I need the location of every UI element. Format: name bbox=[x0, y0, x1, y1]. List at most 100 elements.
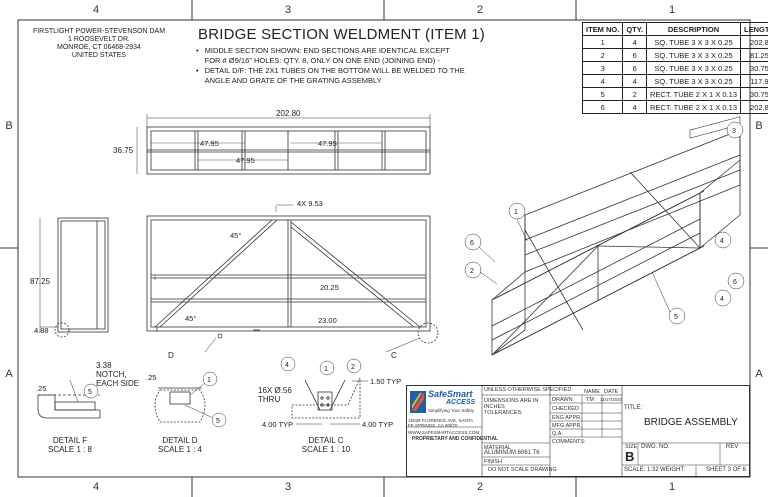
note-item: •DETAIL D/F: THE 2X1 TUBES ON THE BOTTOM… bbox=[196, 66, 465, 85]
do-not-scale: DO NOT SCALE DRAWING bbox=[488, 467, 557, 473]
callout-d: D bbox=[168, 351, 174, 360]
iso-balloon-2: 2 bbox=[470, 268, 474, 275]
iso-balloon-3: 3 bbox=[732, 128, 736, 135]
proprietary-title: PROPRIETARY AND CONFIDENTIAL bbox=[412, 436, 499, 442]
weight-label: WEIGHT: bbox=[660, 467, 685, 473]
detail-f-note: 3.38 NOTCH, EACH SIDE bbox=[96, 361, 140, 388]
zone-top-1: 1 bbox=[668, 4, 676, 16]
company-website: WWW.SAFESMARTACCESS.COM bbox=[408, 430, 480, 435]
detail-c-balloon-2: 2 bbox=[351, 364, 355, 371]
iso-balloon-4a: 4 bbox=[720, 296, 724, 303]
callout-c: C bbox=[391, 351, 397, 360]
detail-d-dim: .25 bbox=[146, 373, 156, 382]
iso-balloon-5: 5 bbox=[674, 314, 678, 321]
detail-c-balloon-1: 4 bbox=[285, 362, 289, 369]
zone-right-a: A bbox=[755, 368, 763, 380]
detail-f-dim: .25 bbox=[36, 384, 46, 393]
isometric-view bbox=[491, 116, 741, 356]
detail-c-typ-3: 4.00 TYP bbox=[362, 420, 393, 429]
dim-bay-1: 47.95 bbox=[200, 139, 219, 148]
dim-h1: 20.25 bbox=[320, 283, 339, 292]
iso-balloon-6a: 6 bbox=[470, 240, 474, 247]
title-label: TITLE: bbox=[624, 405, 643, 411]
dim-height-top: 36.75 bbox=[113, 146, 134, 155]
iso-balloon-6b: 6 bbox=[733, 279, 737, 286]
zone-bottom-1: 1 bbox=[668, 481, 676, 493]
detail-c-balloon-3: 1 bbox=[324, 366, 328, 373]
checked-label: CHECKED bbox=[552, 406, 579, 412]
company-name: FIRSTLIGHT POWER-STEVENSON DAM bbox=[32, 28, 166, 35]
top-view bbox=[136, 114, 431, 175]
company-country: UNITED STATES bbox=[71, 52, 127, 59]
detail-c-typ-2: 4.00 TYP bbox=[262, 420, 293, 429]
dim-angle-1: 45° bbox=[230, 231, 241, 240]
company-address: FIRSTLIGHT POWER-STEVENSON DAM 1 ROOSEVE… bbox=[24, 28, 174, 60]
unless-specified: UNLESS OTHERWISE SPECIFIED: bbox=[484, 387, 573, 393]
zone-left-b: B bbox=[5, 120, 13, 132]
drawing-notes: •MIDDLE SECTION SHOWN: END SECTIONS ARE … bbox=[196, 46, 466, 86]
dim-angle-2: 45° bbox=[185, 314, 196, 323]
scale-label: SCALE: 1:32 bbox=[624, 467, 659, 473]
company-street: 1 ROOSEVELT DR. bbox=[68, 36, 130, 43]
zone-top-4: 4 bbox=[92, 4, 100, 16]
title-block-grid bbox=[406, 385, 750, 477]
name-header: NAME bbox=[584, 389, 600, 395]
size-label: SIZE bbox=[625, 444, 638, 450]
zone-bottom-2: 2 bbox=[476, 481, 484, 493]
side-view bbox=[39, 217, 109, 338]
dim-side-small: 4.88 bbox=[34, 326, 49, 335]
company-address-tb: 15038 FLORENCE AVE, SANTA FE SPRINGS, CA… bbox=[408, 418, 473, 428]
company-city: MONROE, CT 06468-2934 bbox=[57, 44, 141, 51]
material-label: MATERIAL bbox=[484, 445, 512, 451]
detail-f-balloon: 5 bbox=[88, 389, 92, 396]
drawn-label: DRAWN bbox=[552, 397, 573, 403]
detail-d-view bbox=[154, 382, 214, 423]
material-value: ALUMINUM 6061 T6 bbox=[484, 450, 540, 456]
logo-tagline: Simplifying Your Safety bbox=[428, 408, 475, 413]
zone-top-2: 2 bbox=[476, 4, 484, 16]
drawn-date: 11/17/2020 bbox=[600, 397, 623, 402]
mfg-appr-label: MFG APPR. bbox=[552, 423, 582, 429]
zone-right-b: B bbox=[755, 120, 763, 132]
sheet-label: SHEET 3 OF 6 bbox=[706, 467, 746, 473]
dim-h2: 23.00 bbox=[318, 316, 337, 325]
detail-c-holes: 16X Ø.56 THRU bbox=[258, 386, 292, 404]
drawing-title: BRIDGE ASSEMBLY bbox=[644, 417, 738, 428]
iso-balloon-1: 1 bbox=[514, 209, 518, 216]
dim-overall-length: 202.80 bbox=[276, 109, 301, 118]
safesmart-logo-icon bbox=[410, 391, 426, 413]
zone-top-3: 3 bbox=[284, 4, 292, 16]
dim-holes: 4X 9.53 bbox=[297, 199, 323, 208]
rev-label: REV bbox=[726, 444, 739, 450]
dwg-no-label: DWG. NO. bbox=[641, 444, 670, 450]
finish-label: FINISH bbox=[484, 459, 503, 465]
size-value: B bbox=[625, 449, 635, 464]
detail-d-balloon-1: 1 bbox=[207, 377, 211, 384]
zone-left-a: A bbox=[5, 368, 13, 380]
dim-side-height: 87.25 bbox=[30, 277, 51, 286]
dims-inches: DIMENSIONS ARE IN INCHES TOLERANCES: bbox=[484, 398, 539, 416]
detail-c-view bbox=[291, 377, 368, 425]
detail-d-balloon-2: 5 bbox=[216, 418, 220, 425]
dim-bay-3: 47.95 bbox=[318, 139, 337, 148]
drawn-name: TM bbox=[586, 397, 594, 403]
detail-c-typ-1: 1.50 TYP bbox=[370, 377, 401, 386]
date-header: DATE bbox=[604, 389, 619, 395]
front-view bbox=[146, 215, 439, 344]
page-title: BRIDGE SECTION WELDMENT (ITEM 1) bbox=[198, 26, 485, 43]
note-item: •MIDDLE SECTION SHOWN: END SECTIONS ARE … bbox=[196, 46, 450, 65]
dim-bay-2: 47.95 bbox=[236, 156, 255, 165]
qa-label: Q.A. bbox=[552, 431, 564, 437]
logo-text: SafeSmart bbox=[428, 389, 473, 399]
bom-header-row: ITEM NO. QTY. DESCRIPTION LENGTH bbox=[581, 22, 768, 36]
zone-bottom-3: 3 bbox=[284, 481, 292, 493]
logo-sub: ACCESS bbox=[446, 399, 476, 406]
comments-label: COMMENTS: bbox=[552, 439, 586, 445]
